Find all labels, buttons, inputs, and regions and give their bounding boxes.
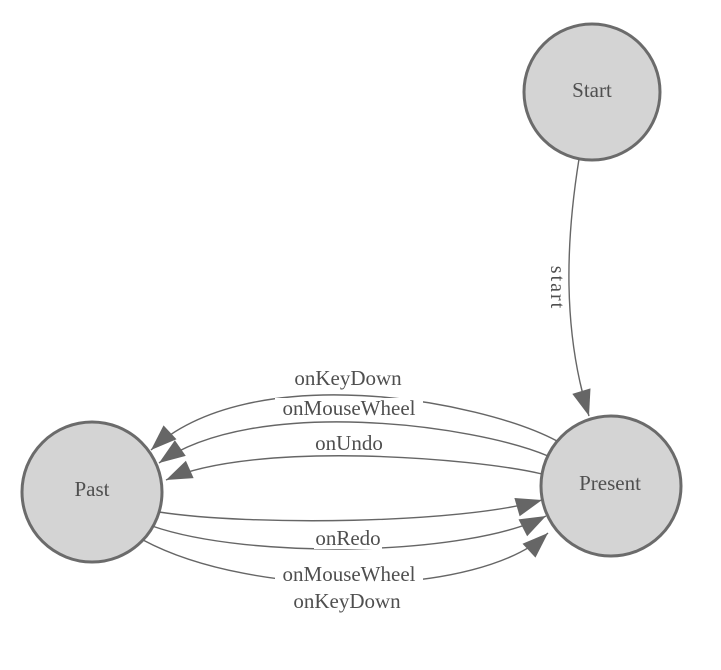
arrowhead-icon [166,460,194,480]
transition-path-onmousewheel-top[interactable] [158,421,549,464]
label-background [311,433,387,454]
transition-label-start: start [546,266,568,310]
transition-label-onundo: onUndo [315,431,383,455]
transition-label-onmousewheel-top: onMouseWheel [283,396,416,420]
transition-path-onredo[interactable] [158,499,543,522]
state-node-past[interactable]: Past [20,420,164,564]
transition-path-onkeydown[interactable] [150,394,558,451]
state-label-start: Start [572,78,612,102]
label-background [292,368,404,389]
arrowhead-icon [514,498,542,517]
state-circle-present[interactable] [539,414,683,558]
transition-label-onkeydown-top: onKeyDown [294,366,402,390]
arrowhead-icon [522,533,548,558]
transition-label-onkeydown-bottom: onKeyDown [293,589,401,613]
arrowhead-icon [151,425,177,450]
transition-past-present-onredo[interactable] [158,491,545,522]
label-background [275,398,423,419]
state-label-present: Present [579,471,641,495]
state-circle-start[interactable] [522,22,662,162]
transition-label-onredo: onRedo [315,526,380,550]
state-node-start[interactable]: Start [522,22,662,162]
arrowhead-icon [159,440,186,463]
transition-path-onundo[interactable] [165,455,543,481]
state-label-past: Past [74,477,109,501]
edge-labels-layer: onKeyDown onMouseWheel onUndo onRedo onM… [275,366,423,613]
label-background [275,564,423,585]
state-circle-past[interactable] [20,420,164,564]
transition-present-past-onkeydown[interactable] [145,394,558,457]
transition-present-past-onmousewheel[interactable] [154,421,549,471]
transition-label-onmousewheel-bottom: onMouseWheel [283,562,416,586]
label-background [314,528,382,549]
label-background [292,591,404,612]
arrowhead-icon [572,388,591,416]
state-node-present[interactable]: Present [539,414,683,558]
arrowhead-icon [518,516,546,537]
transition-path-start[interactable] [568,158,590,417]
transition-start-present[interactable]: start [546,158,598,419]
transition-present-past-onundo[interactable] [162,455,543,489]
